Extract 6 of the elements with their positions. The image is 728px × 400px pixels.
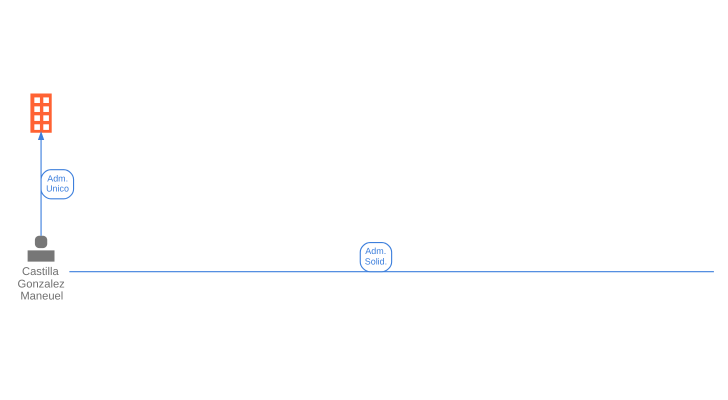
- node-picture: [30, 92, 52, 132]
- edge-label: Adm. Solid.: [364, 246, 388, 266]
- connector: [69, 270, 714, 272]
- edge-label: Adm. Unico: [46, 172, 69, 193]
- node-label: Castilla Gonzalez Maneuel: [18, 266, 65, 302]
- arrow: [38, 130, 44, 236]
